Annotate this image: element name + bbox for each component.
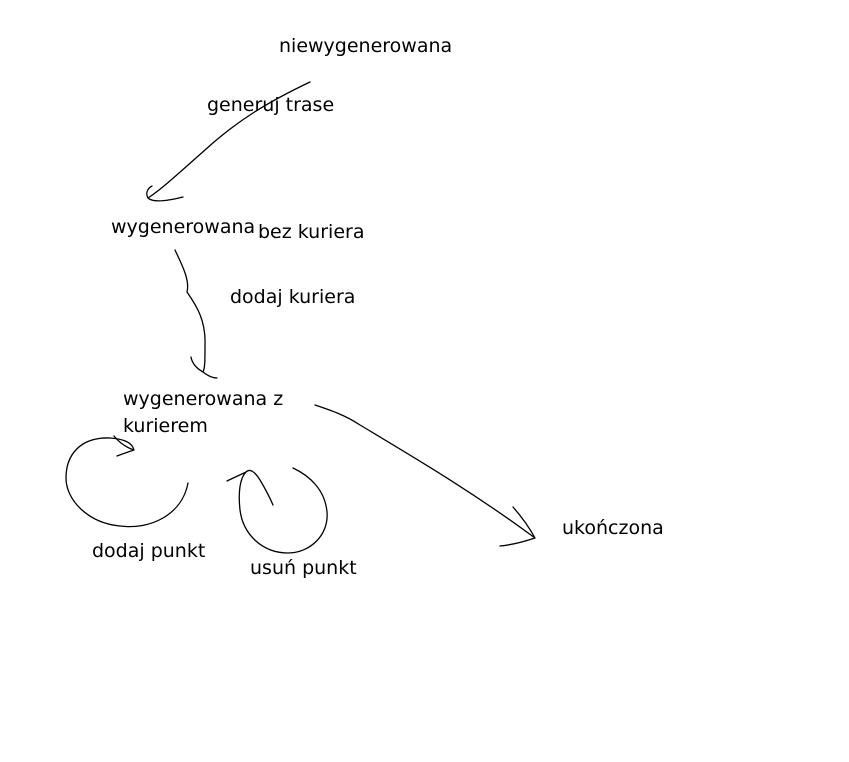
transition-label-usun-punkt: usuń punkt	[250, 557, 357, 579]
state-wygenerowana: wygenerowana	[111, 216, 256, 238]
arrow-ukonczona	[314, 404, 536, 547]
arrow-dodaj-kuriera	[174, 249, 218, 379]
arrow-dodaj-punkt	[65, 435, 189, 528]
transition-label-dodaj-punkt: dodaj punkt	[92, 540, 206, 562]
state-wygenerowana-z-kurierem-line1: wygenerowana z	[123, 388, 284, 410]
state-wygenerowana-z-kurierem-line2: kurierem	[123, 415, 208, 437]
state-ukonczona: ukończona	[562, 517, 664, 539]
state-niewygenerowana: niewygenerowana	[279, 35, 453, 57]
transition-label-generuj-trase: generuj trase	[207, 94, 335, 116]
state-note-bez-kuriera: bez kuriera	[258, 221, 365, 243]
arrow-usun-punkt	[226, 467, 328, 554]
transition-label-dodaj-kuriera: dodaj kuriera	[230, 286, 356, 308]
arrow-generuj-trase	[146, 81, 311, 202]
